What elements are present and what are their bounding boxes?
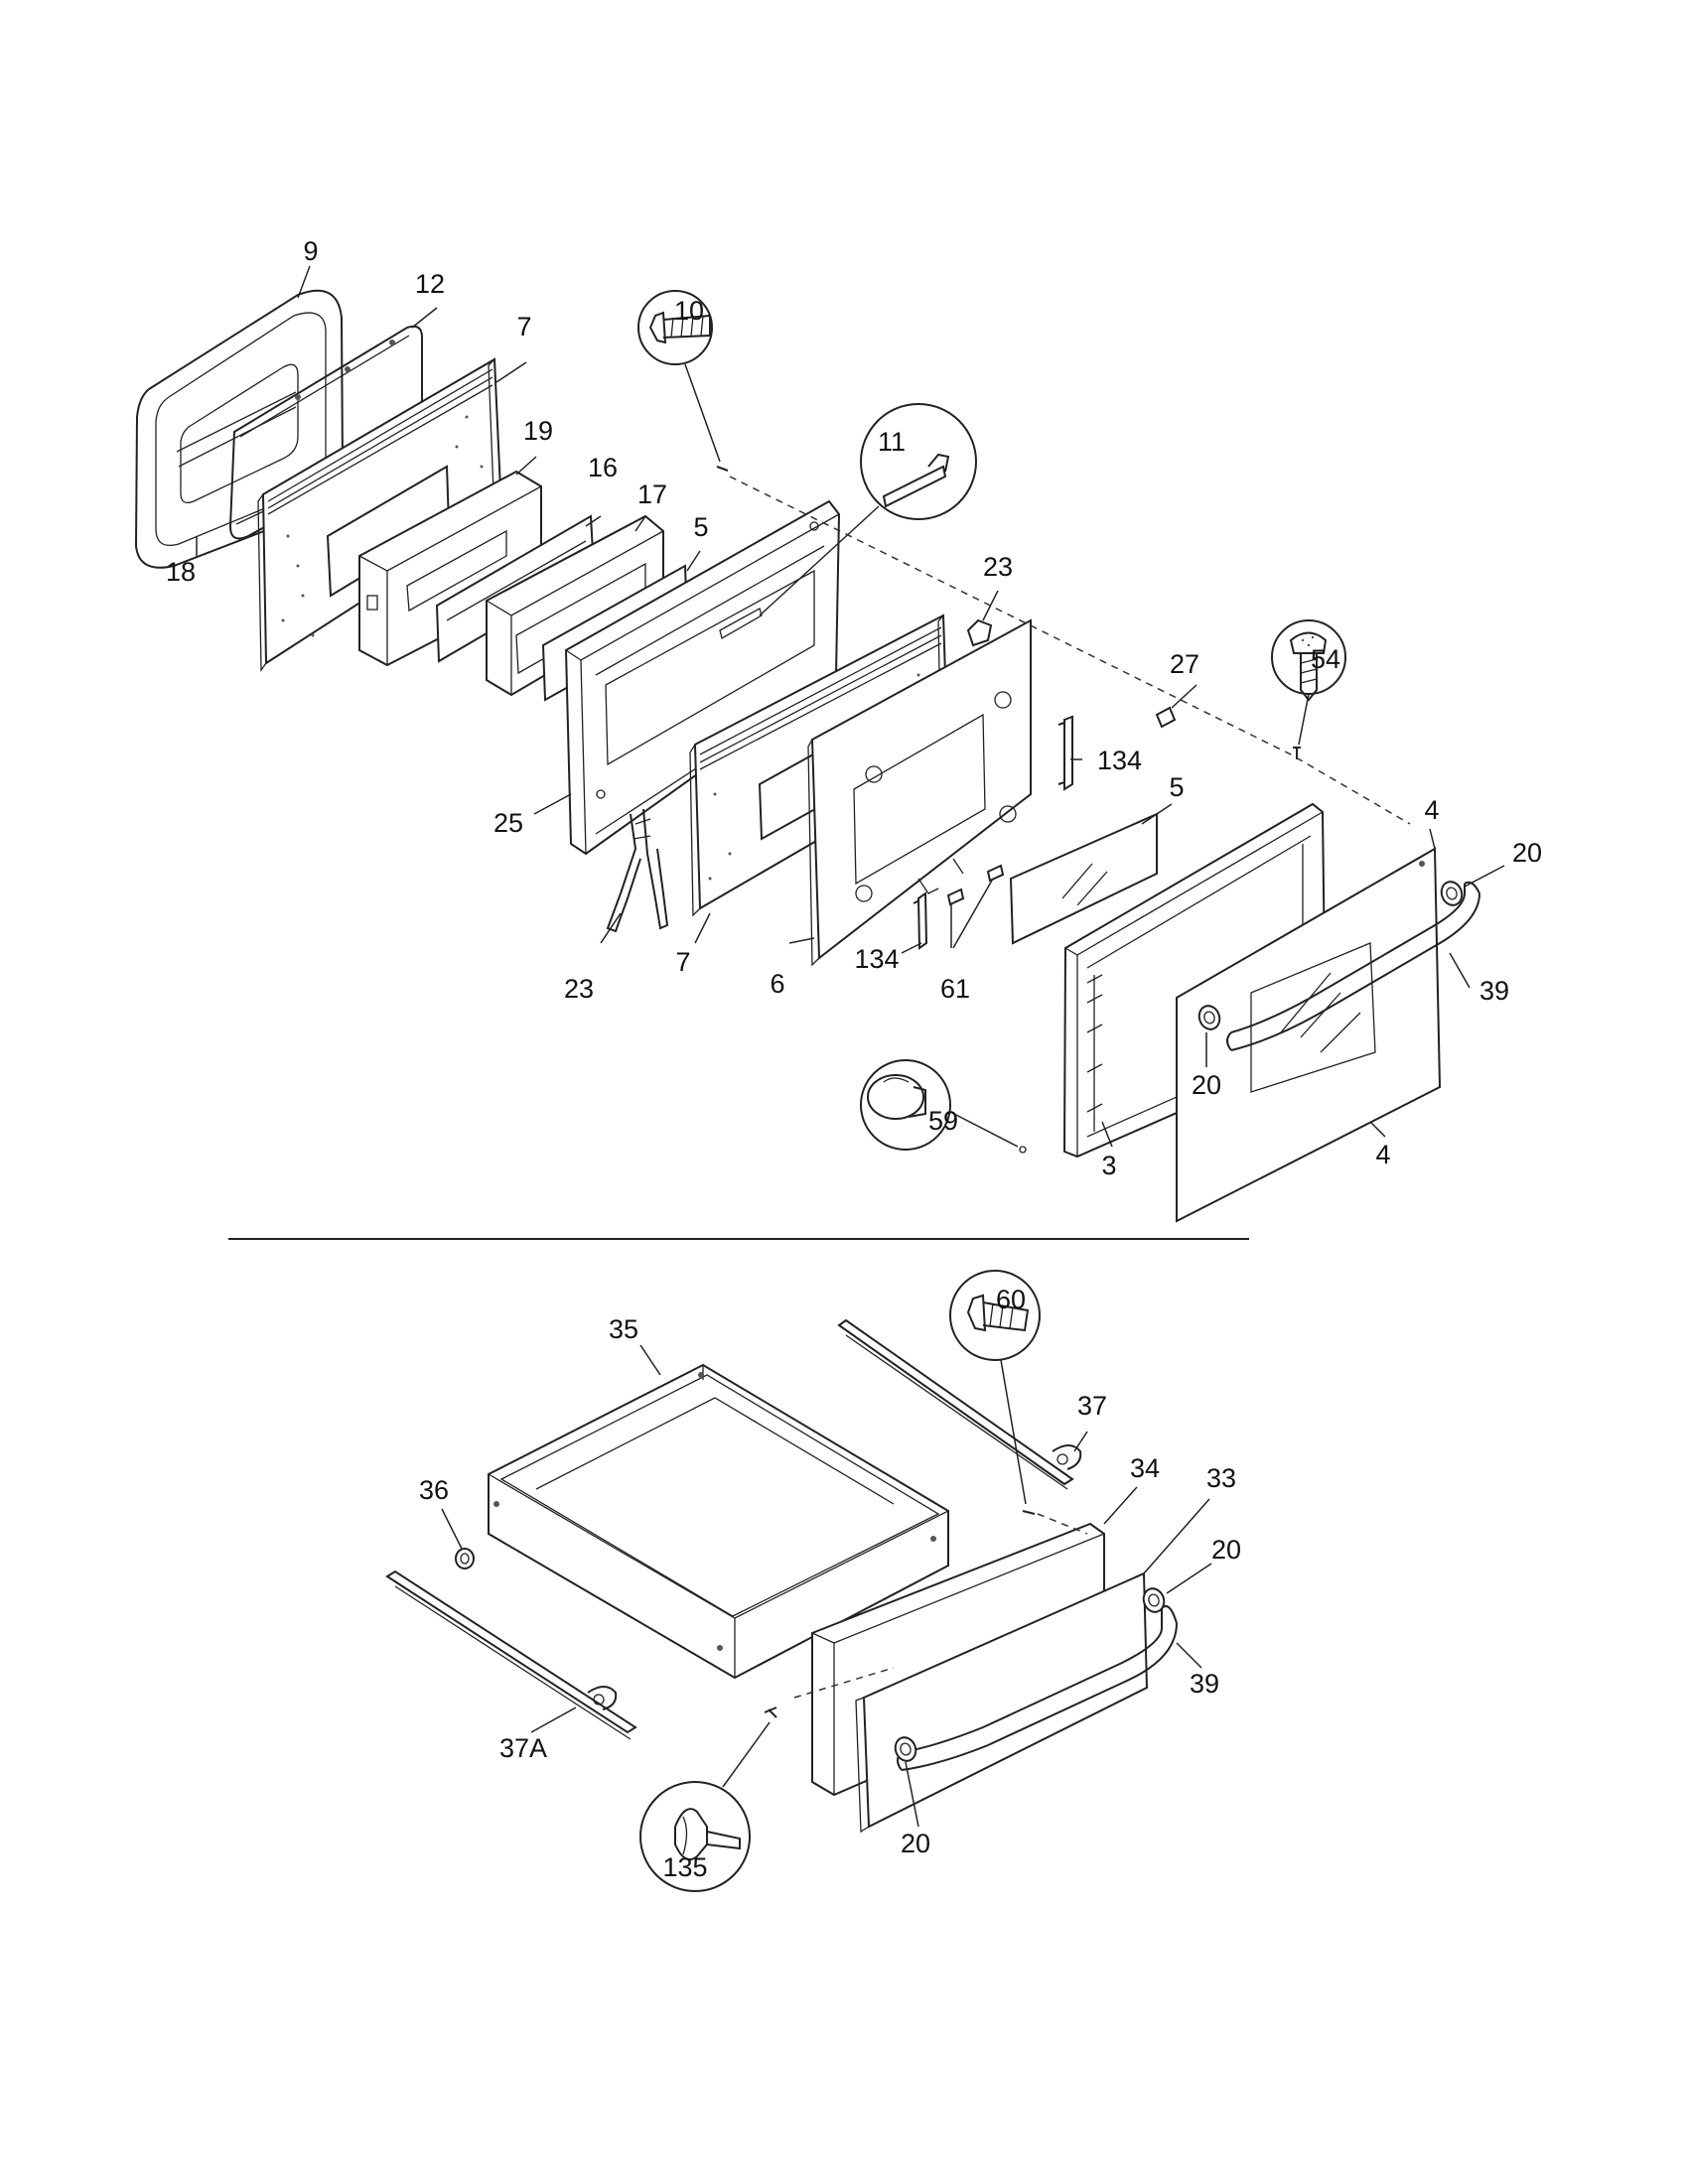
callout-12: 12 — [415, 269, 445, 299]
callout-134-right: 134 — [1097, 746, 1142, 775]
part-4-outer-glass — [1176, 847, 1442, 1223]
callout-leaders-oven — [196, 265, 1505, 1148]
part-11-detail-circle — [860, 403, 977, 520]
callout-3: 3 — [1101, 1151, 1116, 1180]
part-135-detail-circle — [639, 1781, 751, 1892]
callout-60: 60 — [996, 1285, 1026, 1314]
part-10-screw — [716, 466, 729, 472]
part-134-clip-right — [1057, 715, 1073, 791]
callout-23-bottom: 23 — [564, 974, 594, 1004]
part-23-hinge-lower — [606, 808, 669, 933]
callout-54: 54 — [1311, 644, 1340, 674]
callout-37a: 37A — [499, 1733, 547, 1763]
part-20-end-cap-right — [1440, 881, 1464, 906]
callout-7-bottom: 7 — [675, 947, 690, 977]
part-11-bracket-in-place — [719, 608, 763, 639]
callout-6: 6 — [770, 969, 784, 999]
part-61-bumper-a — [946, 887, 965, 906]
callout-20-drawer-right: 20 — [1211, 1535, 1241, 1565]
callout-11: 11 — [878, 427, 906, 457]
part-10-leader — [684, 363, 721, 463]
part-35-drawer-body — [488, 1363, 949, 1680]
part-6-door-panel — [807, 618, 1032, 967]
callout-18: 18 — [166, 557, 196, 587]
callout-7-top: 7 — [516, 312, 531, 341]
callout-20-mid: 20 — [1192, 1070, 1221, 1100]
part-23-hinge-upper — [966, 618, 993, 647]
assembly-line-drawer-b — [793, 1667, 895, 1699]
callout-9: 9 — [303, 236, 318, 266]
callout-5-top: 5 — [693, 512, 708, 542]
callout-39-oven: 39 — [1479, 976, 1509, 1006]
callout-36: 36 — [419, 1475, 449, 1505]
callout-5-right: 5 — [1169, 772, 1184, 802]
callout-20-drawer-bottom: 20 — [901, 1829, 930, 1858]
callout-39-drawer: 39 — [1190, 1669, 1219, 1699]
part-60-detail-circle — [949, 1270, 1041, 1361]
part-27-spacer — [1155, 706, 1177, 729]
callout-leaders-drawer — [441, 1344, 1212, 1828]
callout-33: 33 — [1206, 1463, 1236, 1493]
part-37-slide-right — [837, 1318, 1082, 1490]
callout-34: 34 — [1130, 1453, 1160, 1483]
drawer-assembly: 35 60 37 34 33 36 20 39 37A 20 135 — [385, 1270, 1241, 1892]
callout-27: 27 — [1170, 649, 1199, 679]
part-135-location — [764, 1706, 777, 1718]
callout-35: 35 — [609, 1314, 638, 1344]
callout-labels-oven: 9 12 7 19 18 16 17 5 10 11 23 25 23 7 6 … — [166, 236, 1542, 1180]
callout-135: 135 — [662, 1852, 707, 1882]
callout-23-top: 23 — [983, 552, 1013, 582]
callout-19: 19 — [523, 416, 553, 446]
part-37a-slide-left — [385, 1570, 637, 1740]
part-54-leader — [1298, 693, 1310, 746]
assembly-line-oven — [729, 476, 1411, 825]
callout-20-right: 20 — [1512, 838, 1542, 868]
callout-4-bottom: 4 — [1375, 1140, 1390, 1169]
part-134-clip-bottom — [913, 891, 928, 950]
part-59-location — [1019, 1146, 1027, 1154]
callout-25: 25 — [493, 808, 523, 838]
callout-10: 10 — [674, 296, 704, 326]
callout-17: 17 — [637, 479, 667, 509]
callout-59: 59 — [928, 1106, 958, 1136]
part-20-end-cap-drawer-left — [894, 1736, 917, 1762]
callout-16: 16 — [588, 453, 618, 482]
part-20-end-cap-mid — [1197, 1005, 1221, 1030]
part-135-leader — [722, 1721, 771, 1788]
assembly-line-drawer-a — [1037, 1513, 1088, 1535]
callout-labels-drawer: 35 60 37 34 33 36 20 39 37A 20 135 — [419, 1285, 1241, 1882]
part-5-glass-right — [1009, 812, 1158, 945]
part-39-handle-oven — [1226, 881, 1480, 1051]
part-59-leader — [949, 1111, 1019, 1148]
callout-4-top: 4 — [1424, 795, 1439, 825]
callout-134-bottom: 134 — [854, 944, 899, 974]
part-11-leader — [759, 505, 880, 616]
part-60-leader — [1000, 1359, 1027, 1505]
part-10-detail-circle — [637, 290, 713, 365]
part-36-roller — [455, 1548, 475, 1570]
part-60-screw — [1022, 1510, 1036, 1515]
callout-37: 37 — [1077, 1391, 1107, 1421]
part-59-detail-circle — [860, 1059, 951, 1151]
callout-61: 61 — [940, 974, 970, 1004]
part-61-bumper-b — [986, 864, 1005, 883]
oven-door-assembly: 9 12 7 19 18 16 17 5 10 11 23 25 23 7 6 … — [134, 236, 1542, 1223]
part-20-end-cap-drawer-right — [1142, 1587, 1166, 1613]
